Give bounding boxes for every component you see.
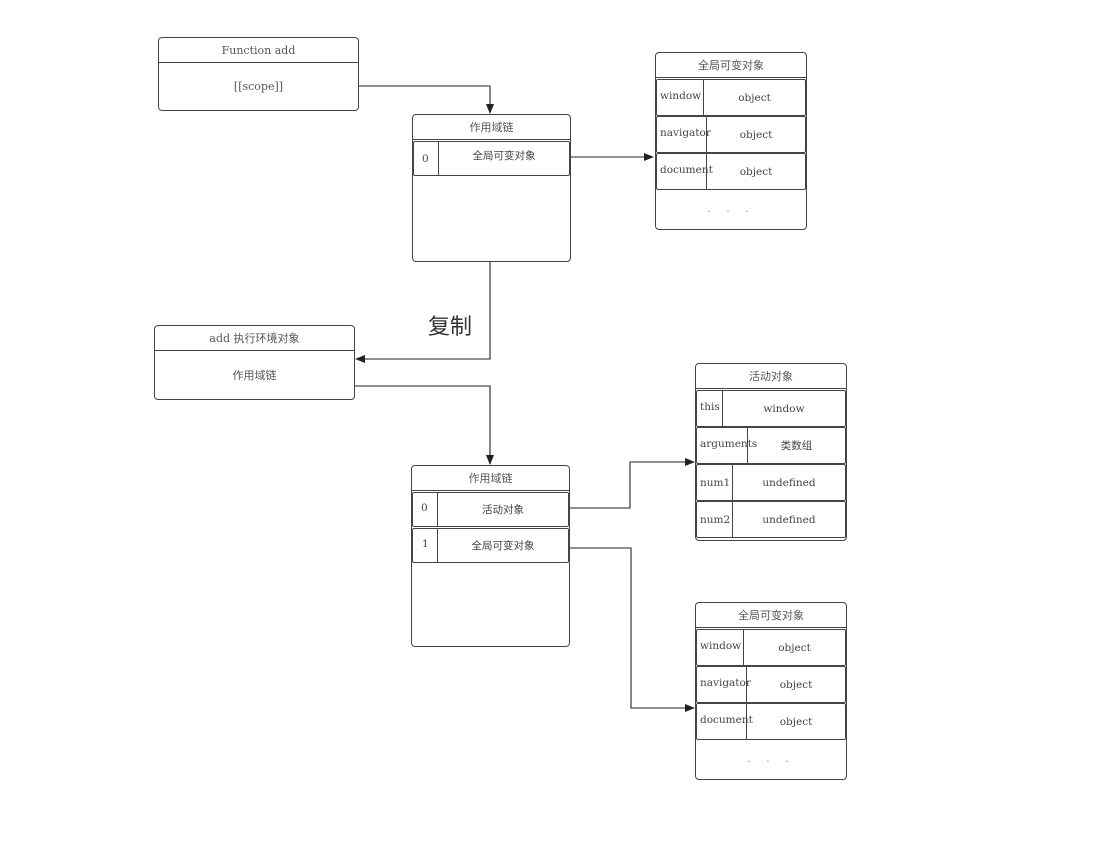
global-object-row: window object bbox=[656, 79, 806, 116]
row-key: document bbox=[657, 154, 713, 189]
row-value: object bbox=[738, 91, 771, 104]
row-key: arguments bbox=[697, 428, 757, 463]
function-add-title: Function add bbox=[159, 38, 358, 63]
scope-chain-title: 作用域链 bbox=[412, 466, 569, 491]
row-index: 0 bbox=[413, 493, 438, 526]
row-value: object bbox=[779, 678, 813, 691]
scope-property: [[scope]] bbox=[233, 80, 284, 93]
more-ellipsis: · · · bbox=[707, 204, 755, 218]
scope-chain-box-2: 作用域链 0 活动对象 1 全局可变对象 bbox=[411, 465, 570, 647]
global-object-box-2: 全局可变对象 window object navigator object do… bbox=[695, 602, 847, 780]
scope-chain-row: 1 全局可变对象 bbox=[412, 528, 569, 563]
row-value: window bbox=[763, 402, 805, 415]
row-value: 类数组 bbox=[780, 440, 813, 452]
row-key: num2 bbox=[697, 502, 733, 537]
global-object-title: 全局可变对象 bbox=[696, 603, 846, 628]
row-value: object bbox=[739, 128, 773, 141]
activation-object-row: num2 undefined bbox=[696, 501, 846, 538]
global-object-row: window object bbox=[696, 629, 846, 666]
scope-chain-box: 作用域链 0 全局可变对象 bbox=[412, 114, 571, 262]
row-index: 0 bbox=[414, 142, 439, 175]
row-value: 全局可变对象 bbox=[471, 540, 535, 552]
row-value: 活动对象 bbox=[482, 504, 524, 516]
arrow-exec-to-chain bbox=[355, 385, 494, 465]
row-key: this bbox=[697, 391, 723, 426]
global-object-row: navigator object bbox=[656, 116, 806, 153]
activation-object-title: 活动对象 bbox=[696, 364, 846, 389]
global-object-row: navigator object bbox=[696, 666, 846, 703]
global-object-row: document object bbox=[656, 153, 806, 190]
arrow-scope-to-chain bbox=[334, 85, 494, 114]
scope-chain-row: 0 全局可变对象 bbox=[413, 141, 570, 176]
global-object-row: document object bbox=[696, 703, 846, 740]
global-object-box: 全局可变对象 window object navigator object do… bbox=[655, 52, 807, 230]
arrow-chain-to-activation bbox=[569, 458, 695, 509]
activation-object-box: 活动对象 this window arguments 类数组 num1 unde… bbox=[695, 363, 847, 541]
row-value: object bbox=[739, 165, 773, 178]
scope-chain-row: 0 活动对象 bbox=[412, 492, 569, 527]
arrow-copy bbox=[355, 261, 491, 363]
copy-label: 复制 bbox=[428, 315, 473, 340]
row-index: 1 bbox=[413, 529, 438, 562]
more-ellipsis: · · · bbox=[747, 754, 795, 768]
row-value: object bbox=[779, 715, 813, 728]
row-key: document bbox=[697, 704, 753, 739]
row-key: window bbox=[697, 630, 744, 665]
arrow-chain-to-global-2 bbox=[569, 547, 695, 712]
scope-chain-title: 作用域链 bbox=[413, 115, 570, 140]
global-object-title: 全局可变对象 bbox=[656, 53, 806, 78]
row-value: undefined bbox=[762, 476, 816, 489]
row-key: navigator bbox=[657, 117, 711, 152]
row-key: window bbox=[657, 80, 704, 115]
exec-context-box: add 执行环境对象 作用域链 bbox=[154, 325, 355, 400]
row-key: num1 bbox=[697, 465, 733, 500]
activation-object-row: this window bbox=[696, 390, 846, 427]
row-value: 全局可变对象 bbox=[472, 150, 536, 162]
exec-context-title: add 执行环境对象 bbox=[155, 326, 354, 351]
row-value: undefined bbox=[762, 513, 816, 526]
activation-object-row: num1 undefined bbox=[696, 464, 846, 501]
exec-context-scope-chain: 作用域链 bbox=[232, 369, 277, 382]
row-key: navigator bbox=[697, 667, 751, 702]
activation-object-row: arguments 类数组 bbox=[696, 427, 846, 464]
function-add-box: Function add [[scope]] bbox=[158, 37, 359, 111]
row-value: object bbox=[778, 641, 811, 654]
